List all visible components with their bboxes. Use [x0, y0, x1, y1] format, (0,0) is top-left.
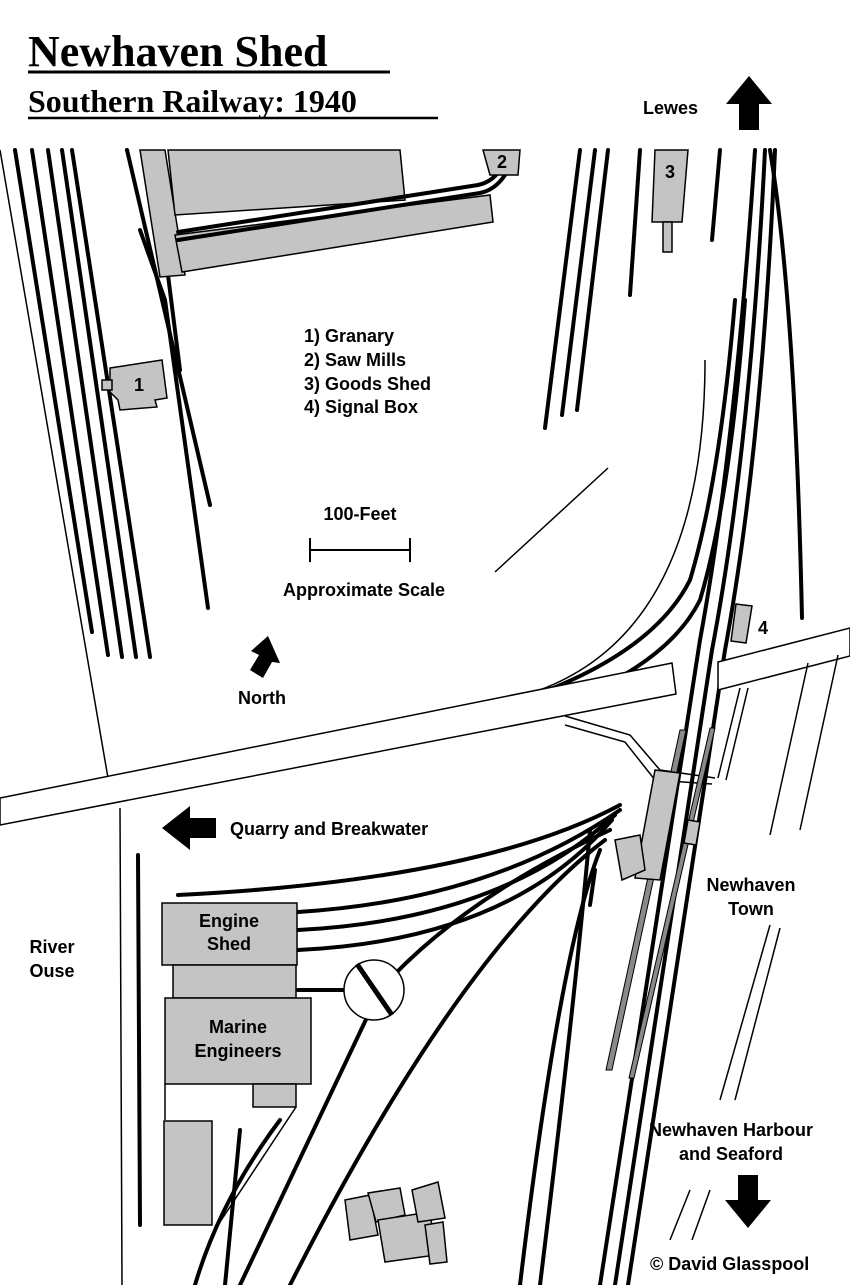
town-label-1: Newhaven [706, 875, 795, 895]
marker-3: 3 [665, 162, 675, 182]
marker-1: 1 [134, 375, 144, 395]
main-line [0, 148, 777, 1285]
river-label-1: River [29, 937, 74, 957]
map-title: Newhaven Shed [28, 27, 328, 76]
marine-engineers [164, 997, 312, 1085]
river-label-2: Ouse [29, 961, 74, 981]
legend-item: 4) Signal Box [304, 397, 418, 417]
map-subtitle: Southern Railway: 1940 [28, 83, 357, 119]
scale-distance: 100-Feet [323, 504, 396, 524]
arrow-up-icon [726, 76, 772, 130]
legend-item: 2) Saw Mills [304, 350, 406, 370]
copyright: © David Glasspool [650, 1254, 809, 1274]
river-bank-south [119, 807, 123, 1285]
arrow-down-icon [725, 1175, 771, 1228]
scale-caption: Approximate Scale [283, 580, 445, 600]
goods-sidings [543, 148, 804, 620]
goods-shed [651, 149, 689, 223]
town-label-2: Town [728, 899, 774, 919]
marker-4: 4 [758, 618, 768, 638]
platform-east [628, 727, 716, 1079]
marine-label-1: Marine [209, 1017, 267, 1037]
legend-item: 1) Granary [304, 326, 394, 346]
shed-fan-tracks [136, 803, 622, 1285]
saw-mills-building [482, 149, 521, 176]
engine-shed-label-2: Shed [207, 934, 251, 954]
shed-annex [172, 964, 297, 999]
direction-lewes: Lewes [643, 98, 698, 118]
marine-label-2: Engineers [194, 1041, 281, 1061]
direction-quarry: Quarry and Breakwater [230, 819, 428, 839]
river-bank [0, 149, 109, 779]
scale-bar [309, 538, 411, 562]
road [0, 627, 850, 1241]
granary-small-building [109, 359, 168, 411]
harbour-buildings [344, 1181, 448, 1265]
direction-harbour-2: and Seaford [679, 1144, 783, 1164]
arrow-left-icon [162, 806, 216, 850]
signal-box [730, 603, 753, 644]
engine-shed-label-1: Engine [199, 911, 259, 931]
store-building [163, 1120, 213, 1226]
legend: 1) Granary 2) Saw Mills 3) Goods Shed 4)… [304, 326, 431, 417]
granary-building [167, 149, 406, 216]
legend-item: 3) Goods Shed [304, 374, 431, 394]
engine-shed [161, 902, 298, 966]
siding-curve [524, 359, 706, 696]
direction-harbour-1: Newhaven Harbour [649, 1120, 813, 1140]
marker-2: 2 [497, 152, 507, 172]
granary-wing [139, 149, 186, 278]
north-arrow-icon [250, 636, 280, 678]
turntable-bridge [354, 962, 395, 1017]
west-sidings [13, 148, 212, 659]
north-label: North [238, 688, 286, 708]
